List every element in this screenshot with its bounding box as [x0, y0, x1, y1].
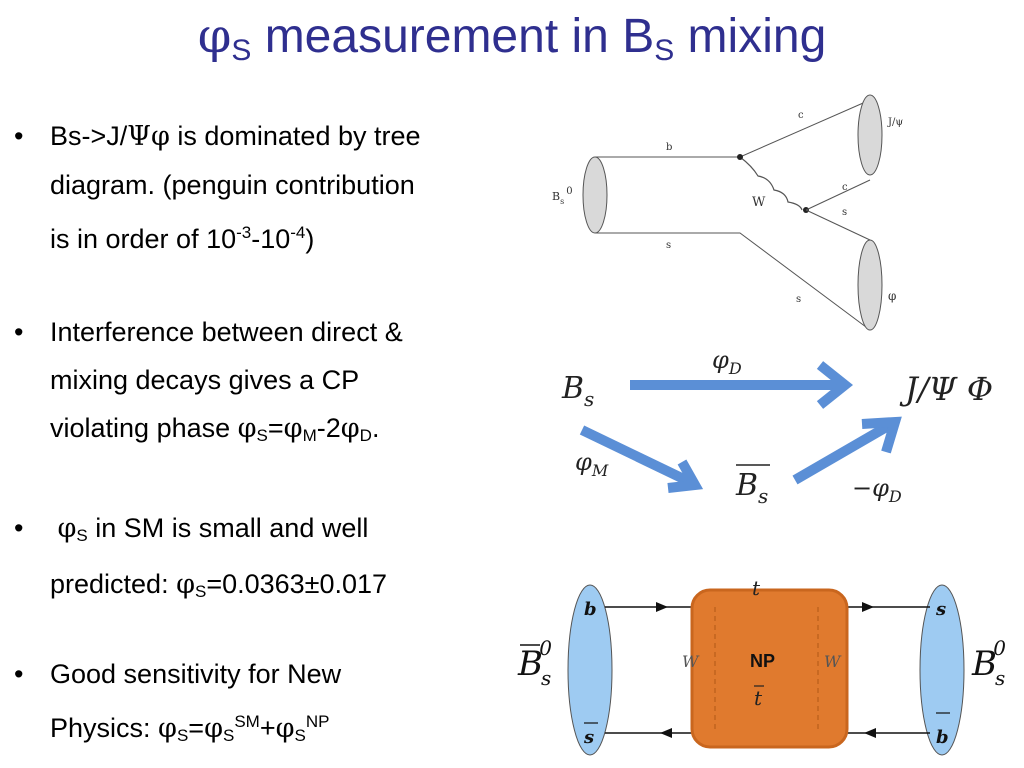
svg-text:t: t: [752, 576, 761, 600]
svg-text:W: W: [824, 652, 842, 671]
label-b: b: [666, 142, 672, 153]
bullet-sm-prediction: • φS in SM is small and well predicted: …: [14, 513, 388, 601]
svg-text:s: s: [935, 599, 946, 620]
label-s-low: s: [796, 294, 801, 305]
svg-text:t: t: [754, 686, 763, 710]
label-s-bottom: s: [666, 240, 671, 251]
svg-text:Bs0: Bs0: [971, 636, 1006, 690]
svg-text:J/Ψ Φ: J/Ψ Φ: [899, 370, 993, 408]
svg-text:φD: φD: [712, 346, 742, 378]
np-box: [690, 588, 849, 749]
svg-text:Bs: Bs: [561, 371, 594, 411]
svg-text:W: W: [682, 652, 700, 671]
label-w: W: [752, 195, 766, 210]
label-phi: φ: [888, 289, 896, 303]
meson-left: [567, 584, 613, 756]
box-diagram: t t W W NP b s s b Bs0 Bs0: [517, 576, 1006, 756]
svg-text:s: s: [583, 727, 594, 748]
label-c-top: c: [798, 110, 804, 121]
arrow-bsbar: [792, 420, 893, 485]
svg-text:b: b: [936, 727, 949, 748]
arrow-mixing: [579, 425, 693, 487]
slide-title: φS measurement in BS mixing: [197, 8, 827, 67]
bullet-new-physics: • Good sensitivity for New Physics: φS=φ…: [14, 659, 342, 745]
svg-text:NP: NP: [750, 651, 775, 671]
label-c-mid: c: [842, 182, 848, 193]
bullet-interference: • Interference between direct & mixing d…: [14, 317, 403, 445]
bullet-tree-diagram: • Bs->J/Ψφ is dominated by tree diagram.…: [14, 121, 421, 254]
svg-text:Bs: Bs: [735, 468, 768, 508]
svg-text:Bs0: Bs0: [517, 636, 552, 690]
phase-diagram: Bs φD φM Bs J/Ψ Φ −φD: [561, 346, 993, 508]
svg-text:b: b: [584, 599, 597, 620]
svg-text:Bs0: Bs0: [552, 186, 573, 206]
label-s-mid: s: [842, 207, 847, 218]
label-jpsi: J/ψ: [887, 117, 903, 128]
meson-right: [919, 584, 965, 756]
svg-text:φM: φM: [575, 448, 609, 480]
feynman-tree-diagram: Bs0 b s W c c s s J/ψ φ: [552, 94, 903, 331]
svg-text:−φD: −φD: [852, 474, 902, 506]
